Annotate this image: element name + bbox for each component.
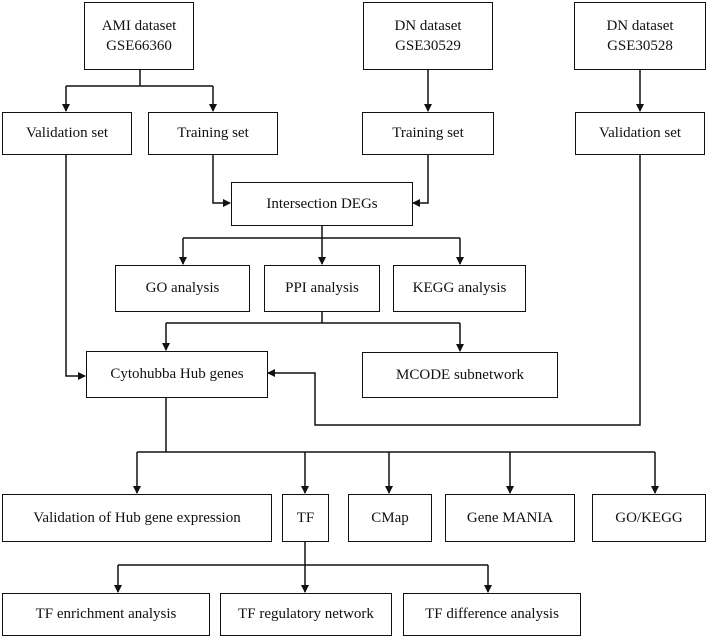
node-cytohubba-hub-genes: Cytohubba Hub genes [86,351,268,398]
node-training-set-dn: Training set [362,112,494,155]
node-tf: TF [282,494,329,542]
node-ami-dataset: AMI dataset GSE66360 [84,2,194,70]
node-label: Training set [177,125,249,142]
node-validation-hub-gene-expression: Validation of Hub gene expression [2,494,272,542]
node-mcode-subnetwork: MCODE subnetwork [362,352,558,398]
edge-validation-ami-to-cytohubba [65,155,86,380]
edge-training-ami-to-intersection [212,155,231,207]
node-tf-difference-analysis: TF difference analysis [403,593,581,636]
node-dn-dataset-2: DN dataset GSE30528 [574,2,706,70]
node-label: TF regulatory network [238,606,374,623]
node-kegg-analysis: KEGG analysis [393,265,526,312]
node-label: Validation set [598,125,682,142]
node-ppi-analysis: PPI analysis [264,265,380,312]
node-label: GO/KEGG [615,509,683,526]
node-ami-dataset-id: GSE66360 [106,38,172,54]
node-label: TF [296,509,315,526]
node-label: Cytohubba Hub genes [110,366,244,383]
node-dn-dataset-1-name: DN dataset [394,17,462,34]
node-go-kegg: GO/KEGG [592,494,706,542]
node-intersection-degs: Intersection DEGs [231,182,413,226]
node-label: Training set [392,125,464,142]
node-label: KEGG analysis [412,280,507,297]
node-tf-enrichment-analysis: TF enrichment analysis [2,593,210,636]
node-label: Validation of Hub gene expression [33,509,241,526]
node-label: Validation set [25,125,109,142]
node-gene-mania: Gene MANIA [445,494,575,542]
node-dn-dataset-1-id: GSE30529 [395,38,461,54]
node-dn-dataset-1: DN dataset GSE30529 [363,2,493,70]
node-label: PPI analysis [285,280,359,297]
node-label: Gene MANIA [466,509,554,526]
node-dn-dataset-2-id: GSE30528 [607,38,673,54]
node-tf-regulatory-network: TF regulatory network [220,593,392,636]
node-dn-dataset-2-name: DN dataset [606,17,674,34]
node-label: TF difference analysis [425,606,559,623]
node-label: MCODE subnetwork [396,366,524,383]
node-ami-dataset-name: AMI dataset [101,17,177,34]
node-label: GO analysis [145,280,220,297]
node-cmap: CMap [348,494,432,542]
edge-training-dn-to-intersection [412,155,429,207]
node-validation-set-dn: Validation set [575,112,705,155]
edge-validation-dn-to-cytohubba [267,155,641,426]
node-training-set-ami: Training set [148,112,278,155]
node-label: CMap [371,509,409,526]
node-validation-set-ami: Validation set [2,112,132,155]
node-label: Intersection DEGs [266,195,378,212]
node-go-analysis: GO analysis [115,265,250,312]
node-label: TF enrichment analysis [35,606,177,623]
